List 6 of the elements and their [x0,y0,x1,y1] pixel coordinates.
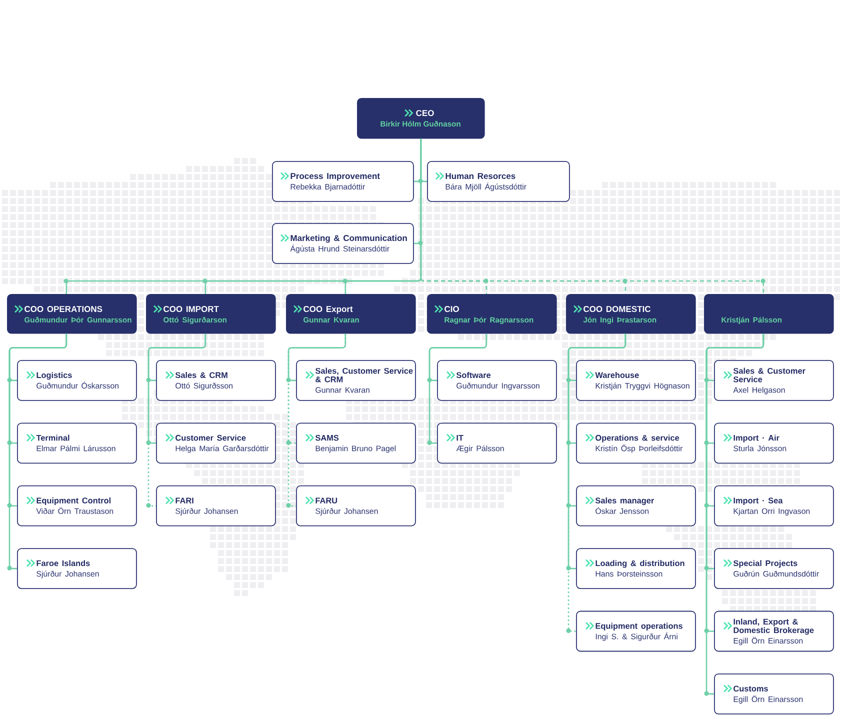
connector-line [428,334,488,444]
connector-line [706,334,764,695]
connector-line [148,334,206,444]
connector-line [8,334,68,570]
connector-line [568,334,626,570]
connector-line [288,334,346,382]
